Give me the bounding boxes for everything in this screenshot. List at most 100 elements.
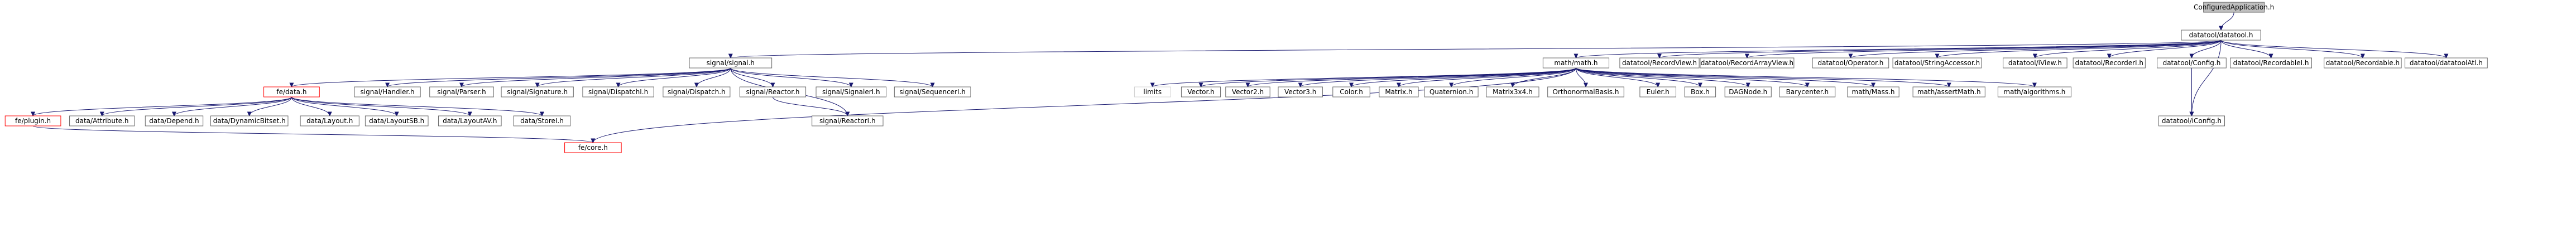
node-label-signaleri: signal/SignalerI.h [822,88,880,96]
edge-mathmath-to-orthonormal [1575,67,1588,88]
node-depend[interactable]: data/Depend.h [145,115,204,126]
edge-mathmath-to-fecore [591,67,1576,144]
node-datatool[interactable]: datatool/datatool.h [2181,30,2261,41]
node-label-handler: signal/Handler.h [361,88,415,96]
node-sequencer[interactable]: signal/SequencerI.h [894,86,971,98]
node-iconfig[interactable]: datatool/iConfig.h [2158,115,2225,126]
node-box-parser [429,86,494,98]
node-reactor[interactable]: signal/Reactor.h [739,86,807,98]
node-signaleri[interactable]: signal/SignalerI.h [816,86,887,98]
node-handler[interactable]: signal/Handler.h [354,86,421,98]
node-parser[interactable]: signal/Parser.h [429,86,494,98]
edge-signal-to-parser [459,67,731,88]
node-mathmass[interactable]: math/Mass.h [1847,86,1899,98]
edge-fedata-to-layout [291,96,332,117]
node-label-configuredapplication: ConfiguredApplication.h [2194,3,2274,11]
edge-datatool-to-iview [2032,40,2222,59]
node-label-mathmass: math/Mass.h [1852,88,1895,96]
edge-datatool-to-datatoolatl [2220,40,2449,59]
node-stringaccessor[interactable]: datatool/StringAccessor.h [1892,57,1982,69]
node-fedata[interactable]: fe/data.h [263,86,320,98]
node-vector[interactable]: Vector.h [1181,86,1221,98]
node-label-color: Color.h [1340,88,1363,96]
node-label-iconfig: datatool/iConfig.h [2162,117,2222,125]
node-box-recordablei [2230,57,2313,69]
edge-datatool-to-iconfig [2189,40,2222,117]
node-recordview[interactable]: datatool/RecordView.h [1619,57,1700,69]
edge-datatool-to-recordablei [2220,40,2273,59]
node-box-iconfig [2158,115,2225,126]
node-euler[interactable]: Euler.h [1639,86,1677,98]
node-box-matrix [1379,86,1419,98]
edge-fedata-to-feplugin [31,96,292,117]
node-iview[interactable]: datatool/iView.h [2003,57,2067,69]
node-recordarrayview[interactable]: datatool/RecordArrayView.h [1700,57,1795,69]
node-label-dagnode: DAGNode.h [1729,88,1767,96]
node-dynamicbitset[interactable]: data/DynamicBitset.h [210,115,289,126]
node-attribute[interactable]: data/Attribute.h [69,115,135,126]
edge-mathmath-to-box [1575,67,1702,88]
node-box-assertmath [1912,86,1985,98]
node-layout[interactable]: data/Layout.h [300,115,359,126]
edge-feplugin-to-fecore [32,125,596,144]
node-box-quaternion [1424,86,1479,98]
node-box-dispatchi [582,86,654,98]
node-matrix[interactable]: Matrix.h [1379,86,1419,98]
edge-datatool-to-recorderi [2107,40,2222,59]
node-vector2[interactable]: Vector2.h [1225,86,1270,98]
edges-layer [31,12,2449,144]
node-box-vector3 [1278,86,1323,98]
node-dispatch[interactable]: signal/Dispatch.h [663,86,731,98]
edge-signal-to-signaleri [730,67,853,88]
node-box-handler [354,86,421,98]
node-datatoolatl[interactable]: datatool/datatoolAtl.h [2405,57,2488,69]
node-barycenter[interactable]: Barycenter.h [1779,86,1836,98]
node-label-stringaccessor: datatool/StringAccessor.h [1894,59,1980,67]
edge-mathmath-to-color [1349,67,1576,88]
node-box-recordview [1619,57,1700,69]
node-assertmath[interactable]: math/assertMath.h [1912,86,1985,98]
node-label-mathmath: math/math.h [1554,59,1598,67]
node-quaternion[interactable]: Quaternion.h [1424,86,1479,98]
node-dispatchi[interactable]: signal/DispatchI.h [582,86,654,98]
node-layoutav[interactable]: data/LayoutAV.h [438,115,502,126]
node-color[interactable]: Color.h [1332,86,1370,98]
node-feplugin[interactable]: fe/plugin.h [4,115,61,126]
node-layoutsb[interactable]: data/LayoutSB.h [364,115,429,126]
node-label-box: Box.h [1691,88,1710,96]
node-label-iview: datatool/iView.h [2008,59,2062,67]
node-box-operator [1812,57,1889,69]
node-signal[interactable]: signal/signal.h [689,57,773,69]
node-label-layoutav: data/LayoutAV.h [443,117,497,125]
edge-fedata-to-storei [291,96,544,117]
node-recorderi[interactable]: datatool/RecorderI.h [2073,57,2146,69]
node-label-datatool: datatool/datatool.h [2189,31,2253,39]
node-recordable[interactable]: datatool/Recordable.h [2324,57,2402,69]
edge-mathmath-to-euler [1575,67,1661,88]
node-algorithms[interactable]: math/algorithms.h [1997,86,2071,98]
node-signature[interactable]: signal/Signature.h [501,86,574,98]
node-box-datatool [2181,30,2261,41]
edge-mathmath-to-algorithms [1575,67,2037,88]
node-box-depend [145,115,204,126]
node-config[interactable]: datatool/Config.h [2157,57,2227,69]
node-box[interactable]: Box.h [1684,86,1716,98]
node-label-limits: limits [1143,88,1162,96]
node-vector3[interactable]: Vector3.h [1278,86,1323,98]
node-storei[interactable]: data/StoreI.h [513,115,571,126]
node-matrix3x4[interactable]: Matrix3x4.h [1486,86,1539,98]
node-mathmath[interactable]: math/math.h [1542,57,1610,69]
node-box-euler [1639,86,1677,98]
node-label-reactor: signal/Reactor.h [746,88,800,96]
node-recordablei[interactable]: datatool/RecordableI.h [2230,57,2313,69]
node-limits[interactable]: limits [1134,86,1171,98]
node-operator[interactable]: datatool/Operator.h [1812,57,1889,69]
node-dagnode[interactable]: DAGNode.h [1724,86,1772,98]
node-label-signal: signal/signal.h [707,59,755,67]
edge-datatool-to-recordview [1657,40,2222,59]
node-orthonormal[interactable]: OrthonormalBasis.h [1547,86,1624,98]
node-reactori[interactable]: signal/ReactorI.h [812,115,884,126]
node-fecore[interactable]: fe/core.h [564,142,622,153]
node-label-feplugin: fe/plugin.h [15,117,51,125]
edge-datatool-to-operator [1848,40,2222,59]
